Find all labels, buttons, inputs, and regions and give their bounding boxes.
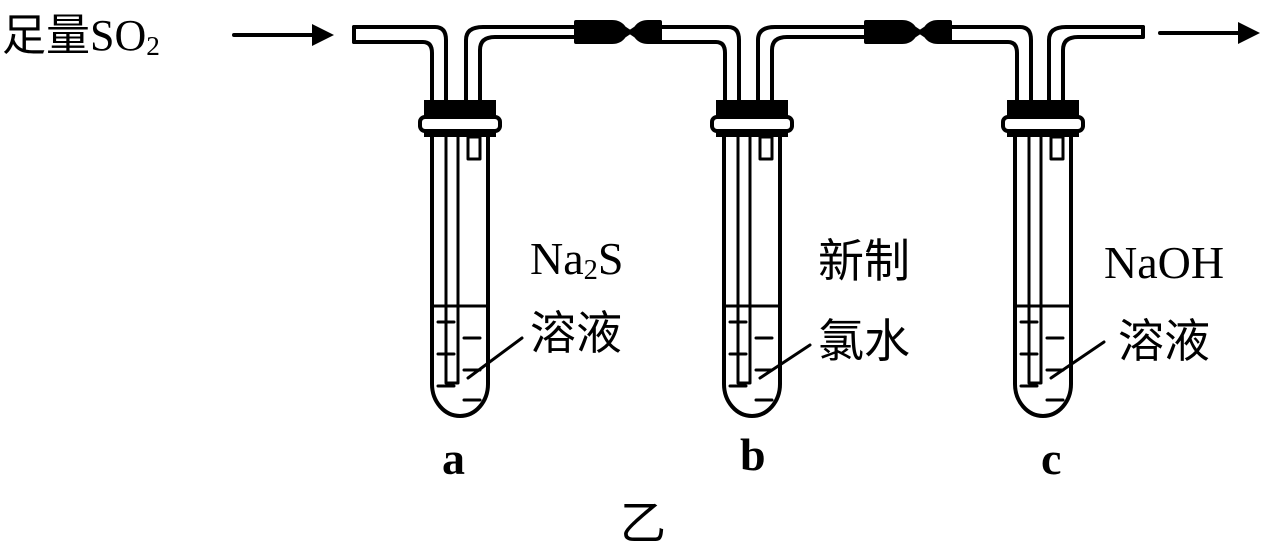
tube-a-inlet-pipe — [444, 135, 460, 385]
rubber-connector-bc — [864, 20, 952, 44]
tube-c-stopper-base — [1007, 131, 1079, 137]
tube-b-outlet-pipe — [758, 135, 774, 161]
tube-b-body — [722, 135, 782, 418]
tube-a-reagent-line2: 溶液 — [530, 306, 622, 360]
tube-c-letter: c — [1041, 433, 1062, 484]
tube-c-stopper-ring — [1001, 115, 1085, 133]
tube-a-leader-line — [466, 336, 524, 380]
figure-caption: 乙 — [620, 496, 666, 550]
tube-c-body — [1013, 135, 1073, 418]
tube-b-stopper-ring — [710, 115, 794, 133]
inlet-formula: SO — [90, 11, 147, 60]
tube-b-leader-line — [758, 343, 812, 380]
outlet-arrow — [1158, 22, 1260, 44]
inlet-subscript: 2 — [146, 30, 160, 61]
tube-b-stopper-base — [716, 131, 788, 137]
tube-b-letter: b — [740, 429, 766, 480]
tube-b-stopper-top — [716, 100, 788, 117]
tube-b-inlet-pipe — [736, 135, 752, 385]
tube-a-body — [430, 135, 490, 418]
tube-a-letter: a — [442, 433, 465, 484]
tube-a-stopper-ring — [418, 115, 502, 133]
tube-c-glass — [948, 25, 1145, 120]
tube-c-stopper-top — [1007, 100, 1079, 117]
tube-c-outlet-pipe — [1049, 135, 1065, 161]
inlet-arrow — [232, 24, 334, 46]
tube-b-reagent-line1: 新制 — [818, 234, 910, 288]
tube-c-reagent-line1: NaOH — [1104, 237, 1225, 288]
tube-a-stopper-base — [424, 131, 496, 137]
inlet-label: 足量SO2 — [2, 11, 160, 61]
tube-a-glass — [352, 25, 580, 120]
rubber-connector-ab — [574, 20, 662, 44]
tube-b-glass — [658, 25, 868, 120]
tube-c-inlet-pipe — [1027, 135, 1043, 385]
inlet-text: 足量 — [2, 10, 90, 61]
tube-a-reagent-line1: Na2S — [530, 233, 624, 287]
tube-c-reagent-line2: 溶液 — [1118, 314, 1210, 368]
tube-b-reagent-line2: 氯水 — [818, 314, 910, 368]
tube-a-stopper-top — [424, 100, 496, 117]
tube-a-outlet-pipe — [466, 135, 482, 161]
tube-c-leader-line — [1049, 340, 1106, 380]
